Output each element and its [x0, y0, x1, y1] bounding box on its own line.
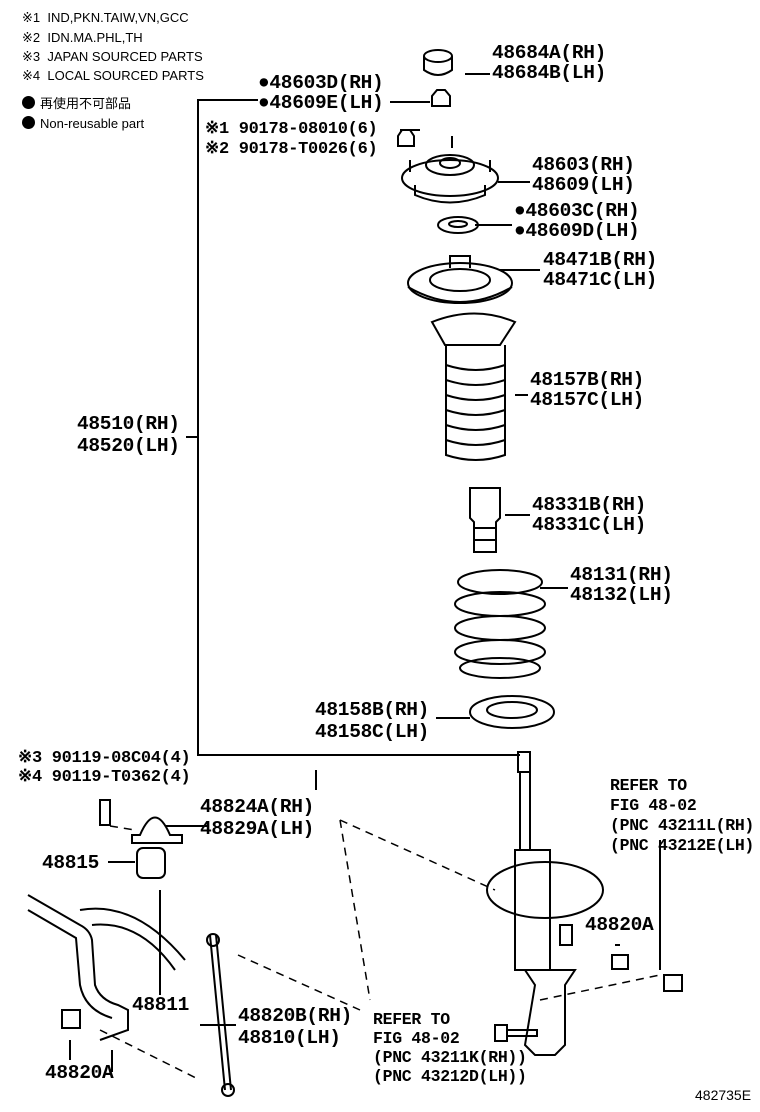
- label-48603C[interactable]: ●48603C(RH)●48609D(LH): [514, 200, 640, 242]
- label-48684[interactable]: 48684A(RH)48684B(LH): [492, 42, 607, 84]
- strut-mount-48603: [401, 136, 499, 204]
- label-48811[interactable]: 48811: [132, 994, 190, 1016]
- label-48603[interactable]: 48603(RH)48609(LH): [532, 154, 635, 196]
- label-48471[interactable]: 48471B(RH)48471C(LH): [543, 249, 658, 291]
- legend-note-4: ※4 LOCAL SOURCED PARTS: [22, 68, 204, 83]
- label-90178[interactable]: ※1 90178-08010(6)※2 90178-T0026(6): [205, 120, 378, 159]
- label-48815[interactable]: 48815: [42, 852, 100, 874]
- nut-90178: [397, 129, 415, 147]
- legend-non-reusable-jp: 再使用不可部品: [22, 94, 131, 113]
- label-48331[interactable]: 48331B(RH)48331C(LH): [532, 494, 647, 536]
- spring-seat-48471: [407, 255, 513, 304]
- bumper-boot-48157: [430, 312, 517, 461]
- figure-id: 482735E: [695, 1087, 752, 1103]
- label-48510[interactable]: 48510(RH)48520(LH): [77, 413, 180, 457]
- label-48820A-right[interactable]: 48820A: [585, 914, 654, 936]
- label-90119[interactable]: ※3 90119-08C04(4)※4 90119-T0362(4): [18, 749, 191, 787]
- label-48820A-left[interactable]: 48820A: [45, 1062, 114, 1084]
- label-48158[interactable]: 48158B(RH)48158C(LH): [315, 699, 430, 743]
- washer-48603C: [437, 216, 479, 234]
- insulator-48158: [469, 695, 555, 729]
- stabilizer-bar-48811: [27, 894, 186, 1041]
- bolt-bottom: [494, 1024, 538, 1042]
- label-48603D[interactable]: ●48603D(RH)●48609E(LH): [258, 72, 384, 114]
- nut-48820A-left: [61, 1009, 81, 1029]
- nut-right-flange: [663, 974, 683, 992]
- legend-note-3: ※3 JAPAN SOURCED PARTS: [22, 49, 203, 64]
- nut-48820A-right: [611, 954, 629, 970]
- nut-48603D: [431, 89, 451, 107]
- label-48824[interactable]: 48824A(RH)48829A(LH): [200, 796, 315, 840]
- legend-non-reusable-en: Non-reusable part: [22, 114, 144, 133]
- legend-note-1: ※1 IND,PKN.TAIW,VN,GCC: [22, 10, 189, 25]
- bound-stopper-48331: [469, 487, 501, 553]
- shock-absorber: [486, 751, 604, 1056]
- assembly-bracket-line: [197, 99, 520, 756]
- link-48820B: [206, 933, 235, 1097]
- label-48131[interactable]: 48131(RH)48132(LH): [570, 564, 673, 606]
- label-48157[interactable]: 48157B(RH)48157C(LH): [530, 369, 645, 411]
- bushing-48815: [136, 847, 166, 879]
- legend-note-2: ※2 IDN.MA.PHL,TH: [22, 30, 143, 45]
- bolt-90119: [99, 799, 111, 826]
- coil-spring-48131: [454, 569, 546, 679]
- bracket-48824: [131, 816, 183, 844]
- cap-48684: [423, 49, 453, 76]
- label-48820B[interactable]: 48820B(RH)48810(LH): [238, 1005, 353, 1049]
- assembly-dashed-lines: [99, 819, 661, 1081]
